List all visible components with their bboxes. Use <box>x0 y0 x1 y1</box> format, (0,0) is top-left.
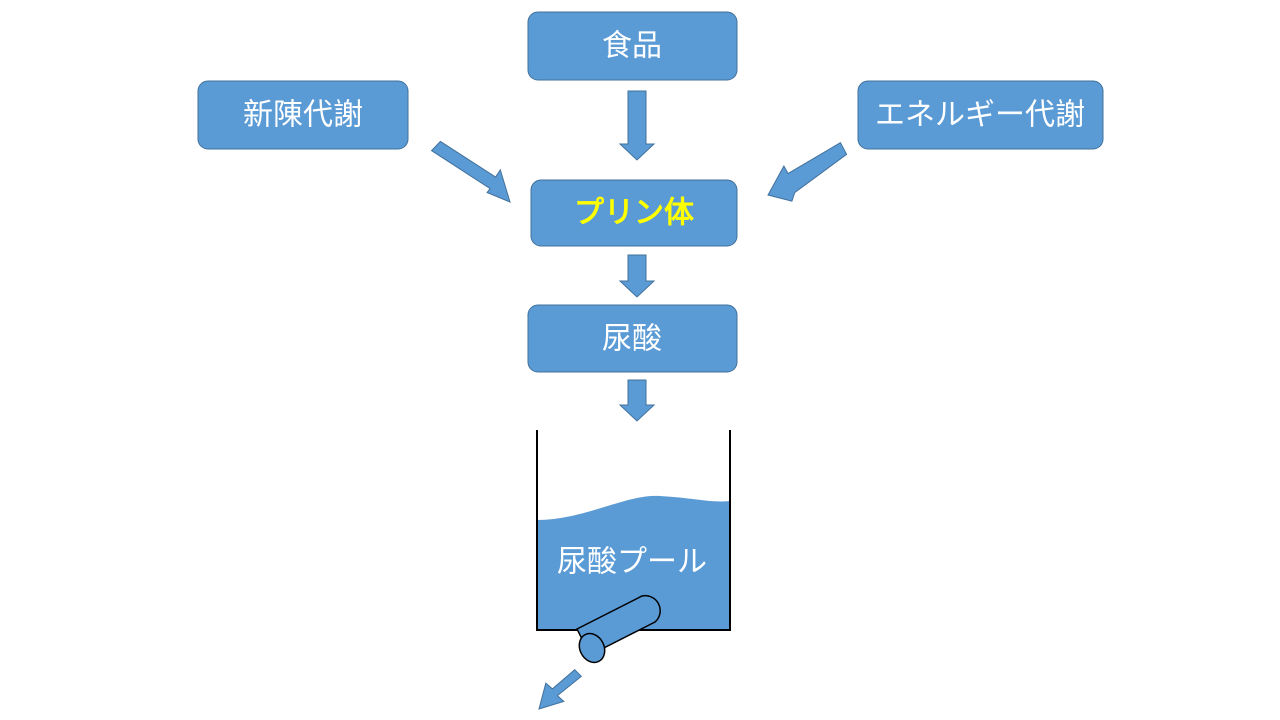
uric-acid-pool-tank: 尿酸プール <box>536 430 731 631</box>
node-food-label: 食品 <box>602 29 662 64</box>
node-purine-label: プリン体 <box>574 196 695 231</box>
node-energy-box <box>857 80 1104 150</box>
arrow-turnover-to-purine <box>430 140 511 203</box>
node-food: 食品 <box>527 11 738 81</box>
drain-pipe-opening <box>578 632 606 664</box>
arrow-energy-to-purine <box>767 142 848 202</box>
node-turnover-box <box>197 80 409 150</box>
pool-label: 尿酸プール <box>557 545 707 580</box>
node-turnover: 新陳代謝 <box>197 80 409 150</box>
node-purine: プリン体 <box>530 179 738 247</box>
arrow-uric-acid-to-pool <box>618 379 656 422</box>
node-turnover-label: 新陳代謝 <box>243 98 363 133</box>
node-energy-label: エネルギー代謝 <box>875 98 1085 133</box>
node-uric-acid-box <box>527 304 738 373</box>
node-purine-box <box>530 179 738 247</box>
arrow-food-to-purine <box>618 90 656 161</box>
arrow-purine-to-uric-acid <box>618 254 656 298</box>
node-uric-acid: 尿酸 <box>527 304 738 373</box>
node-energy: エネルギー代謝 <box>857 80 1104 150</box>
drain-pipe-icon <box>575 594 661 664</box>
node-food-box <box>527 11 738 81</box>
node-uric-acid-label: 尿酸 <box>602 322 662 357</box>
pool-liquid <box>537 495 730 630</box>
arrow-pool-outflow <box>538 669 583 710</box>
